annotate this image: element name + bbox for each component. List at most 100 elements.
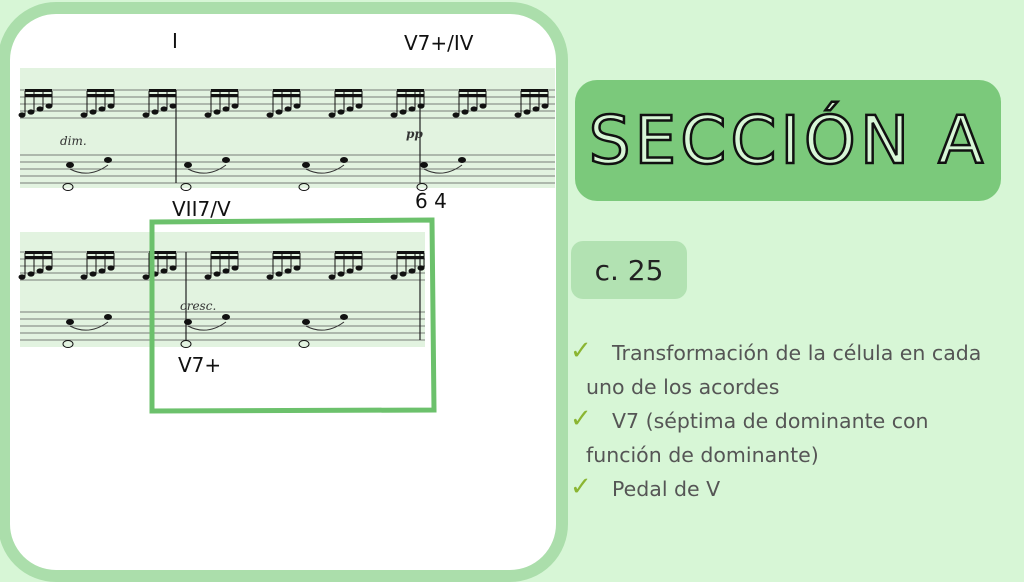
measure-box: c. 25 [571, 241, 687, 299]
note-head [98, 268, 106, 274]
note-head [390, 274, 398, 280]
note-head [222, 314, 230, 320]
beam [273, 94, 300, 97]
note-head [27, 271, 35, 277]
note-head [514, 112, 522, 118]
half-note [416, 183, 428, 191]
note-head [346, 106, 354, 112]
bullet-text: Transformación de la célula en cada uno … [586, 341, 982, 399]
note-head [151, 109, 159, 115]
note-head [408, 268, 416, 274]
note-head [328, 112, 336, 118]
note-head [417, 103, 425, 109]
music-tint [20, 68, 555, 188]
note-head [479, 103, 487, 109]
note-head [337, 109, 345, 115]
bullet-text: Pedal de V [612, 477, 721, 501]
figured-bass: 6 4 [415, 189, 447, 213]
beam [335, 256, 362, 259]
note-head [293, 103, 301, 109]
note-head [45, 103, 53, 109]
half-note [62, 340, 74, 348]
note-head [532, 106, 540, 112]
beam [335, 94, 362, 97]
beam [521, 94, 548, 97]
note-head [45, 265, 53, 271]
bullet-text: V7 (séptima de dominante con función de … [586, 409, 929, 467]
note-head [328, 274, 336, 280]
note-head [355, 265, 363, 271]
beam [273, 256, 300, 259]
beam [397, 251, 424, 254]
slide-title: SECCIÓN A [587, 101, 988, 181]
list-item: ✓Transformación de la célula en cada uno… [570, 336, 992, 404]
note-head [66, 162, 74, 168]
slur [305, 321, 345, 331]
beam [25, 256, 52, 259]
slur [69, 164, 109, 174]
beam [335, 89, 362, 92]
note-head [461, 109, 469, 115]
beam [459, 89, 486, 92]
note-head [458, 157, 466, 163]
beam [211, 89, 238, 92]
note-head [36, 268, 44, 274]
beam [397, 94, 424, 97]
beam [87, 89, 114, 92]
beam [87, 94, 114, 97]
note-head [275, 271, 283, 277]
note-head [340, 314, 348, 320]
check-icon: ✓ [570, 472, 592, 502]
note-head [66, 319, 74, 325]
score-image-frame: I V7+/IV VII7/V V7+ 6 4 dim. pp cresc. [0, 2, 568, 582]
note-head [204, 274, 212, 280]
measure-label: c. 25 [594, 253, 664, 287]
note-head [340, 157, 348, 163]
note-head [80, 274, 88, 280]
note-head [523, 109, 531, 115]
note-head [222, 106, 230, 112]
bullet-list: ✓ Transformación de la célula en cada uno… [570, 336, 992, 506]
note-head [160, 268, 168, 274]
list-item: ✓ Pedal de V [570, 472, 992, 506]
highlight-box [149, 217, 437, 414]
note-head [27, 109, 35, 115]
sheet-music: I V7+/IV VII7/V V7+ 6 4 dim. pp cresc. [18, 29, 555, 414]
note-head [266, 112, 274, 118]
note-head [169, 103, 177, 109]
note-head [104, 314, 112, 320]
note-head [337, 271, 345, 277]
list-item: ✓V7 (séptima de dominante con función de… [570, 404, 992, 472]
note-head [452, 112, 460, 118]
note-head [222, 157, 230, 163]
note-head [408, 106, 416, 112]
note-head [346, 268, 354, 274]
note-head [107, 103, 115, 109]
slur [69, 321, 109, 331]
title-box: SECCIÓN A [575, 80, 1001, 201]
slur [423, 164, 463, 174]
beam [87, 251, 114, 254]
dynamic-marking: pp [406, 127, 423, 141]
note-head [142, 274, 150, 280]
beam [273, 251, 300, 254]
note-head [18, 274, 26, 280]
note-head [89, 271, 97, 277]
note-head [275, 109, 283, 115]
beam [459, 94, 486, 97]
beam [397, 256, 424, 259]
note-head [160, 106, 168, 112]
chord-label: VII7/V [172, 197, 231, 221]
beam [87, 256, 114, 259]
chord-label: I [172, 29, 178, 53]
half-note [180, 183, 192, 191]
note-head [399, 109, 407, 115]
note-head [293, 265, 301, 271]
note-head [417, 265, 425, 271]
note-head [284, 268, 292, 274]
note-head [204, 112, 212, 118]
beam [149, 89, 176, 92]
note-head [420, 162, 428, 168]
beam [149, 256, 176, 259]
check-icon: ✓ [570, 404, 592, 434]
